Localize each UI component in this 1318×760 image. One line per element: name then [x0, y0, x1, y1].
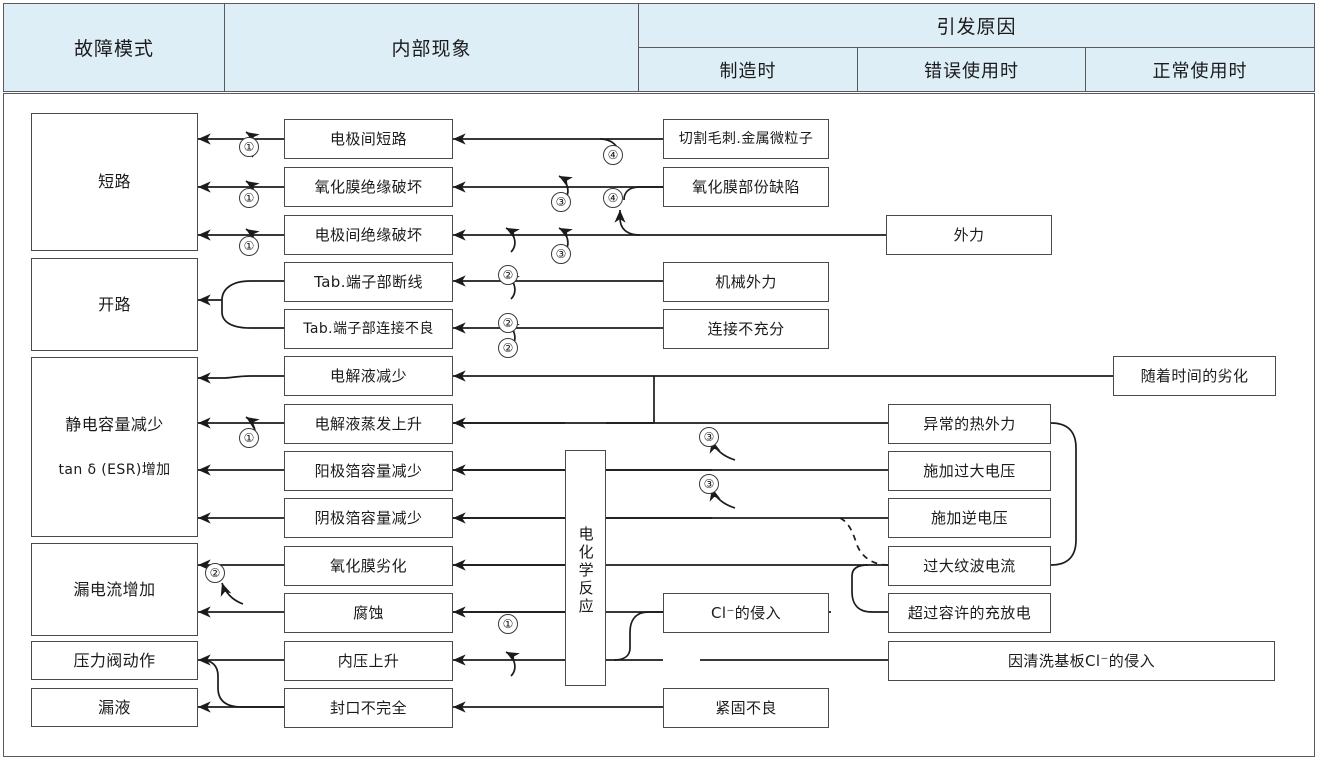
cause-poor-fastening[interactable]: 紧固不良: [663, 688, 829, 728]
step-marker-②: ②: [498, 265, 518, 285]
header-misuse-label: 错误使用时: [924, 60, 1019, 82]
cause-excessive-voltage-applied-label: 施加过大电压: [923, 461, 1016, 480]
step-marker-①: ①: [239, 236, 259, 256]
header-failure-mode: 故障模式: [3, 3, 225, 92]
internal-corrosion-label: 腐蚀: [353, 603, 384, 622]
failure-mode-pressure-valve[interactable]: 压力阀动作: [31, 641, 198, 680]
internal-oxide-film-insulation-breakdown[interactable]: 氧化膜绝缘破坏: [284, 167, 453, 207]
failure-mode-capacitance-drop-label: 静电容量减少: [65, 414, 164, 434]
header-manufacturing-label: 制造时: [719, 60, 777, 82]
cause-degradation-over-time-label: 随着时间的劣化: [1140, 366, 1249, 385]
cause-reverse-voltage-applied-label: 施加逆电压: [930, 508, 1008, 527]
step-marker-③: ③: [699, 427, 719, 447]
header-internal-phenomenon-label: 内部现象: [391, 38, 472, 60]
internal-tab-terminal-poor-connection-label: Tab.端子部连接不良: [303, 320, 434, 337]
header-normal-use-label: 正常使用时: [1152, 60, 1248, 82]
internal-electrolyte-decrease[interactable]: 电解液减少: [284, 356, 453, 396]
internal-electrolyte-evaporation-rise-label: 电解液蒸发上升: [314, 414, 423, 433]
cause-chloride-intrusion-from-pcb-cleaning[interactable]: 因清洗基板Cl⁻的侵入: [888, 641, 1275, 681]
internal-oxide-film-degradation-label: 氧化膜劣化: [329, 556, 407, 575]
failure-mode-open-circuit-label: 开路: [98, 294, 131, 314]
cause-excessive-voltage-applied[interactable]: 施加过大电压: [888, 451, 1051, 491]
cause-mechanical-external-force-label: 机械外力: [715, 272, 777, 291]
header-trigger-cause: 引发原因: [638, 3, 1315, 48]
intermediate-electrochemical-reaction-label: 电化学反应: [576, 526, 595, 616]
cause-over-allowed-charge-discharge[interactable]: 超过容许的充放电: [888, 593, 1051, 633]
cause-oxide-film-partial-defect-label: 氧化膜部份缺陷: [692, 177, 800, 196]
cause-insufficient-connection-label: 连接不充分: [707, 319, 785, 338]
internal-anode-foil-capacity-drop-label: 阳极箔容量减少: [314, 461, 423, 480]
step-marker-③: ③: [551, 244, 571, 264]
cause-external-force[interactable]: 外力: [886, 215, 1052, 255]
cause-degradation-over-time[interactable]: 随着时间的劣化: [1113, 356, 1276, 396]
cause-oxide-film-partial-defect[interactable]: 氧化膜部份缺陷: [663, 167, 829, 207]
internal-cathode-foil-capacity-drop[interactable]: 阴极箔容量减少: [284, 498, 453, 538]
cause-chloride-ion-intrusion[interactable]: Cl⁻的侵入: [663, 593, 829, 633]
failure-mode-capacitance-drop-sub: tan δ (ESR)增加: [58, 462, 171, 479]
cause-chloride-ion-intrusion-label: Cl⁻的侵入: [711, 603, 781, 622]
failure-mode-liquid-leak-label: 漏液: [98, 697, 131, 717]
step-marker-③: ③: [699, 474, 719, 494]
internal-anode-foil-capacity-drop[interactable]: 阳极箔容量减少: [284, 451, 453, 491]
failure-mode-short-circuit-label: 短路: [98, 172, 131, 192]
cause-external-force-label: 外力: [953, 225, 985, 244]
failure-mode-leakage-current[interactable]: 漏电流增加: [31, 543, 198, 636]
failure-mode-pressure-valve-label: 压力阀动作: [73, 650, 156, 670]
internal-corrosion[interactable]: 腐蚀: [284, 593, 453, 633]
step-marker-①: ①: [239, 428, 259, 448]
internal-oxide-film-degradation[interactable]: 氧化膜劣化: [284, 546, 453, 586]
cause-abnormal-thermal-external-force-label: 异常的热外力: [923, 414, 1016, 433]
cause-cutting-burr-metal-particles-label: 切割毛刺.金属微粒子: [678, 130, 814, 147]
internal-internal-pressure-rise-label: 内压上升: [337, 651, 400, 670]
cause-over-allowed-charge-discharge-label: 超过容许的充放电: [907, 603, 1032, 622]
internal-inter-electrode-insulation-breakdown-label: 电极间绝缘破坏: [314, 225, 423, 244]
step-marker-②: ②: [205, 563, 225, 583]
header-manufacturing: 制造时: [638, 47, 858, 92]
internal-incomplete-sealing-label: 封口不完全: [329, 698, 407, 717]
cause-chloride-intrusion-from-pcb-cleaning-label: 因清洗基板Cl⁻的侵入: [1008, 651, 1155, 670]
step-marker-③: ③: [551, 192, 571, 212]
internal-incomplete-sealing[interactable]: 封口不完全: [284, 688, 453, 728]
cause-excessive-ripple-current-label: 过大纹波电流: [923, 556, 1016, 575]
header-trigger-cause-label: 引发原因: [936, 16, 1017, 38]
failure-mode-leakage-current-label: 漏电流增加: [73, 579, 156, 599]
step-marker-④: ④: [603, 188, 623, 208]
step-marker-④: ④: [603, 145, 623, 165]
header-normal-use: 正常使用时: [1085, 47, 1315, 92]
internal-internal-pressure-rise[interactable]: 内压上升: [284, 641, 453, 681]
failure-mode-open-circuit[interactable]: 开路: [31, 258, 198, 351]
failure-mode-capacitance-drop[interactable]: 静电容量减少 tan δ (ESR)增加: [31, 357, 198, 537]
internal-inter-electrode-insulation-breakdown[interactable]: 电极间绝缘破坏: [284, 215, 453, 255]
header-misuse: 错误使用时: [857, 47, 1086, 92]
internal-electrolyte-evaporation-rise[interactable]: 电解液蒸发上升: [284, 404, 453, 444]
step-marker-②: ②: [498, 313, 518, 333]
cause-cutting-burr-metal-particles[interactable]: 切割毛刺.金属微粒子: [663, 119, 829, 159]
internal-inter-electrode-short[interactable]: 电极间短路: [284, 119, 453, 159]
internal-tab-terminal-poor-connection[interactable]: Tab.端子部连接不良: [284, 309, 453, 349]
cause-mechanical-external-force[interactable]: 机械外力: [663, 262, 829, 302]
cause-insufficient-connection[interactable]: 连接不充分: [663, 309, 829, 349]
cause-reverse-voltage-applied[interactable]: 施加逆电压: [888, 498, 1051, 538]
cause-excessive-ripple-current[interactable]: 过大纹波电流: [888, 546, 1051, 586]
internal-cathode-foil-capacity-drop-label: 阴极箔容量减少: [314, 508, 423, 527]
intermediate-electrochemical-reaction[interactable]: 电化学反应: [565, 450, 606, 686]
internal-electrolyte-decrease-label: 电解液减少: [329, 366, 407, 385]
header-internal-phenomenon: 内部现象: [224, 3, 639, 92]
step-marker-①: ①: [239, 137, 259, 157]
step-marker-①: ①: [239, 188, 259, 208]
internal-inter-electrode-short-label: 电极间短路: [329, 129, 407, 148]
internal-tab-terminal-broken-wire[interactable]: Tab.端子部断线: [284, 262, 453, 302]
internal-tab-terminal-broken-wire-label: Tab.端子部断线: [314, 272, 423, 291]
internal-oxide-film-insulation-breakdown-label: 氧化膜绝缘破坏: [314, 177, 423, 196]
cause-poor-fastening-label: 紧固不良: [715, 698, 777, 717]
step-marker-①: ①: [498, 614, 518, 634]
failure-mode-liquid-leak[interactable]: 漏液: [31, 688, 198, 727]
failure-mode-short-circuit[interactable]: 短路: [31, 113, 198, 251]
cause-abnormal-thermal-external-force[interactable]: 异常的热外力: [888, 404, 1051, 444]
step-marker-②: ②: [498, 338, 518, 358]
header-failure-mode-label: 故障模式: [73, 38, 154, 60]
